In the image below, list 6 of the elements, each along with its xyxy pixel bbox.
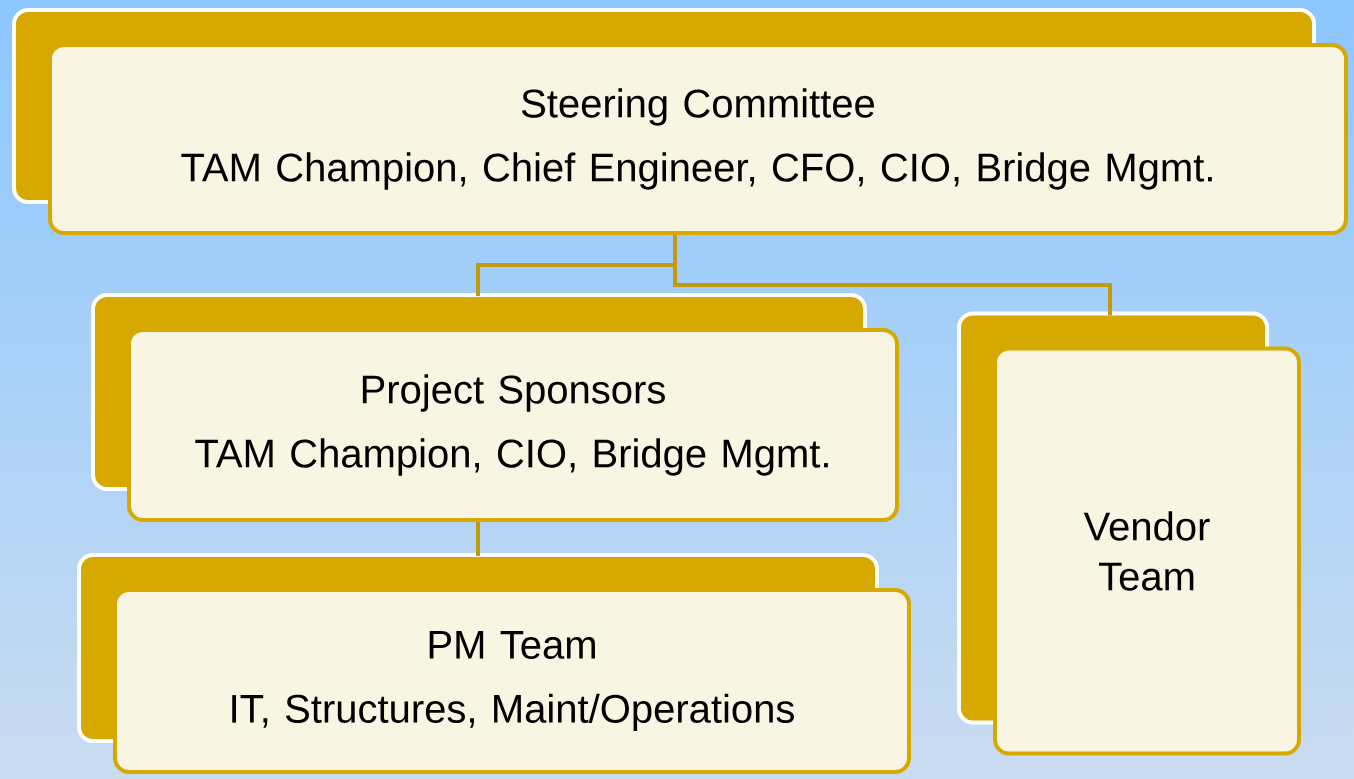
org-box: Project Sponsors TAM Champion, CIO, Bridge Mgmt. bbox=[91, 293, 899, 522]
org-box: Steering Committee TAM Champion, Chief Engineer, CFO, CIO, Bridge Mgmt. bbox=[12, 8, 1348, 235]
org-box: Vendor Team bbox=[957, 311, 1301, 756]
org-box: PM Team IT, Structures, Maint/Operations bbox=[77, 553, 911, 774]
connector-line bbox=[673, 235, 1112, 316]
connector-line bbox=[476, 522, 480, 556]
